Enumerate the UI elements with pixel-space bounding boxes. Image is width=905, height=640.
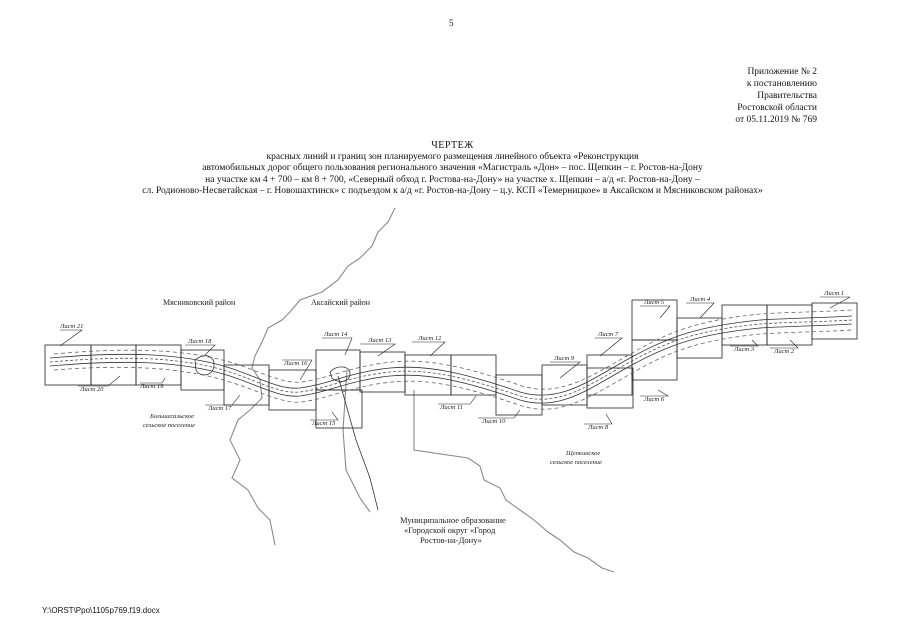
boundary-main — [229, 207, 396, 546]
title-line: на участке км 4 + 700 – км 8 + 700, «Сев… — [205, 174, 700, 185]
sheet-frame — [450, 354, 497, 396]
file-path: Y:\ORST\Ppo\1105p769.f19.docx — [42, 606, 160, 615]
sheet-frame — [315, 389, 363, 429]
approval-line: от 05.11.2019 № 769 — [735, 115, 817, 125]
sheet-frame — [223, 364, 270, 406]
sheet-label-16: Лист 16 — [283, 360, 308, 367]
route-branch — [337, 375, 379, 511]
sheet-label-21: Лист 21 — [59, 323, 83, 330]
leader-line — [770, 339, 799, 349]
sheet-frame — [766, 304, 813, 346]
leader-line — [282, 359, 313, 381]
route-line — [49, 319, 853, 400]
leader-line — [205, 394, 241, 406]
route-line — [49, 323, 853, 404]
leader-line — [550, 361, 581, 379]
leader-line — [478, 409, 521, 419]
sheet-frame — [268, 369, 317, 411]
title-line: красных линий и границ зон планируемого … — [266, 151, 639, 162]
area-labels: Мясниковский район Аксайский район Больш… — [143, 298, 602, 545]
sheet-label-19: Лист 19 — [139, 383, 164, 390]
leader-line — [360, 343, 396, 357]
route-line — [49, 315, 853, 396]
settlement-label: Большесальское — [149, 413, 194, 420]
leader-line — [412, 341, 446, 357]
leader-line — [140, 377, 166, 384]
leader-line — [59, 329, 83, 347]
settlement-label: сельское поселение — [550, 459, 602, 466]
route-line — [53, 329, 853, 410]
title-line: автомобильных дорог общего пользования р… — [202, 163, 703, 174]
approval-line: к постановлению — [746, 79, 817, 89]
municipality-label: «Городской округ «Город — [404, 525, 496, 535]
sheet-label-3: Лист 3 — [733, 346, 755, 353]
approval-line: Правительства — [757, 91, 817, 101]
boundary-inner — [342, 369, 371, 513]
title-line: сл. Родионово-Несветайская – г. Новошахт… — [142, 186, 763, 197]
leader-line — [584, 413, 613, 425]
sheet-label-14: Лист 14 — [323, 331, 348, 338]
leader-line — [185, 344, 216, 356]
sheet-label-17: Лист 17 — [207, 405, 232, 412]
route-corridor — [49, 309, 853, 511]
leader-line — [640, 389, 670, 397]
settlement-label: Щепкинское — [565, 450, 600, 457]
sheet-label-1: Лист 1 — [823, 290, 844, 297]
leader-line — [730, 339, 759, 347]
municipality-label: Ростов-на-Дону» — [420, 535, 482, 545]
leader-line — [310, 411, 339, 421]
sheet-label-11: Лист 11 — [439, 404, 463, 411]
leader-line — [595, 337, 623, 357]
district-label-myasnikovsky: Мясниковский район — [163, 298, 236, 307]
sheet-frame — [721, 304, 768, 346]
sheet-label-20: Лист 20 — [79, 386, 104, 393]
document-title: ЧЕРТЕЖ красных линий и границ зон планир… — [0, 140, 905, 198]
route-interchange — [329, 366, 351, 382]
route-interchange — [194, 355, 215, 376]
sheet-label-2: Лист 2 — [773, 348, 795, 355]
sheet-label-4: Лист 4 — [689, 296, 711, 303]
sheet-label-10: Лист 10 — [481, 418, 506, 425]
sheet-label-6: Лист 6 — [643, 396, 665, 403]
district-boundaries — [229, 207, 615, 573]
leader-line — [820, 296, 851, 309]
settlement-label: сельское поселение — [143, 422, 195, 429]
sheet-label-7: Лист 7 — [597, 331, 619, 338]
sheet-labels: Лист 21 Лист 20 Лист 19 Лист 18 Лист 17 … — [59, 290, 844, 431]
leader-line — [438, 395, 477, 405]
approval-line: Ростовской области — [737, 103, 817, 113]
sheet-label-12: Лист 12 — [417, 335, 442, 342]
district-label-aksaysky: Аксайский район — [311, 298, 371, 307]
municipality-label: Муниципальное образование — [400, 515, 506, 525]
label-leaders — [59, 296, 851, 425]
sheet-frame — [586, 367, 634, 409]
sheet-label-8: Лист 8 — [587, 424, 609, 431]
sheet-label-9: Лист 9 — [553, 355, 575, 362]
approval-line: Приложение № 2 — [747, 67, 817, 77]
leader-line — [322, 337, 353, 356]
route-line — [53, 309, 853, 390]
sheet-frame — [44, 344, 92, 386]
leader-line — [686, 302, 715, 319]
boundary-east — [413, 390, 615, 573]
title-heading: ЧЕРТЕЖ — [431, 140, 474, 151]
sheet-label-18: Лист 18 — [187, 338, 212, 345]
leader-line — [640, 305, 671, 319]
page-number: 5 — [449, 18, 454, 28]
sheet-frame — [315, 349, 361, 391]
approval-stamp: Приложение № 2 к постановлению Правитель… — [677, 66, 817, 126]
sheet-frame — [811, 302, 858, 340]
sheet-label-13: Лист 13 — [367, 337, 392, 344]
leader-line — [78, 375, 121, 387]
sheet-label-5: Лист 5 — [643, 299, 665, 306]
sheet-label-15: Лист 15 — [311, 420, 336, 427]
